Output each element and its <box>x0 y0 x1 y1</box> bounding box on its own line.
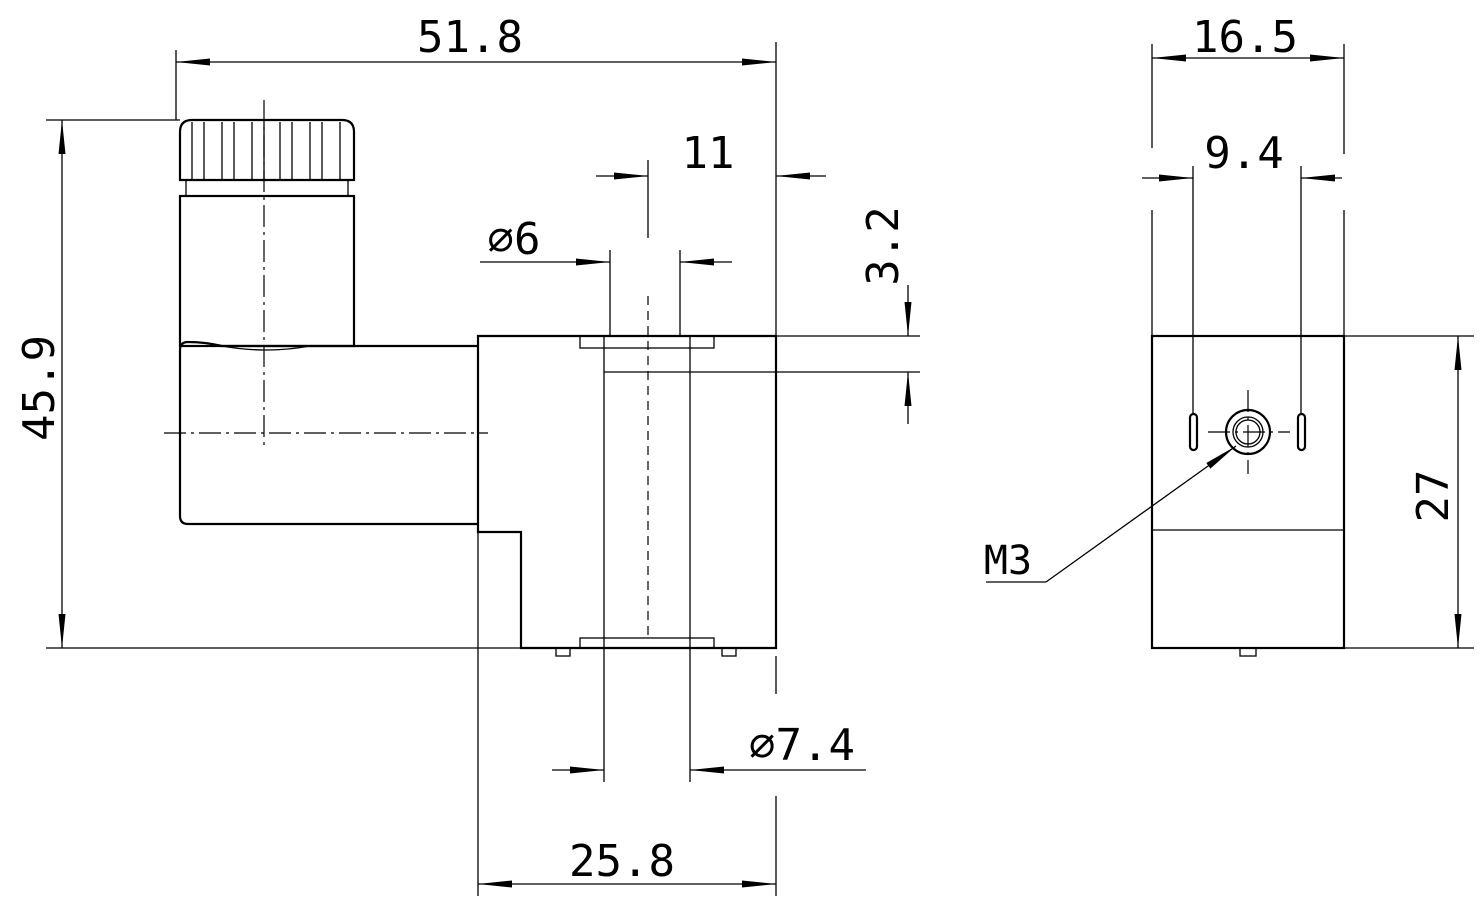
body-arm <box>178 340 478 526</box>
foot-left <box>555 647 571 657</box>
pin-bore <box>579 296 715 649</box>
dim-pin-spacing: 9.4 <box>1204 128 1283 179</box>
dim-side-width: 16.5 <box>1192 12 1298 63</box>
side-view: M3 <box>984 334 1346 657</box>
dim-pin-diameter: ⌀6 <box>488 214 541 265</box>
dim-overall-width: 51.8 <box>417 12 523 63</box>
dim-bore-diameter: ⌀7.4 <box>749 720 855 771</box>
pin-slot-right <box>1296 412 1307 452</box>
side-housing <box>1150 334 1346 650</box>
thread-label: M3 <box>984 538 1032 584</box>
side-foot <box>1239 647 1257 657</box>
pin-slot-left <box>1188 412 1199 452</box>
thread-hole <box>1208 390 1290 474</box>
side-dimensions: 16.5 9.4 27 <box>1142 12 1474 649</box>
knurled-cap <box>178 118 356 197</box>
dim-pin-offset: 11 <box>682 128 735 179</box>
dim-overall-height: 45.9 <box>14 335 65 441</box>
front-view <box>164 100 778 657</box>
main-housing <box>476 334 778 650</box>
cable-neck <box>178 194 356 348</box>
dim-side-height: 27 <box>1408 470 1459 523</box>
foot-right <box>721 647 737 657</box>
dim-body-width: 25.8 <box>569 836 675 887</box>
dim-top-offset: 3.2 <box>858 206 909 285</box>
front-dimensions: 51.8 45.9 11 ⌀6 3.2 ⌀7.4 25.8 <box>14 12 920 896</box>
